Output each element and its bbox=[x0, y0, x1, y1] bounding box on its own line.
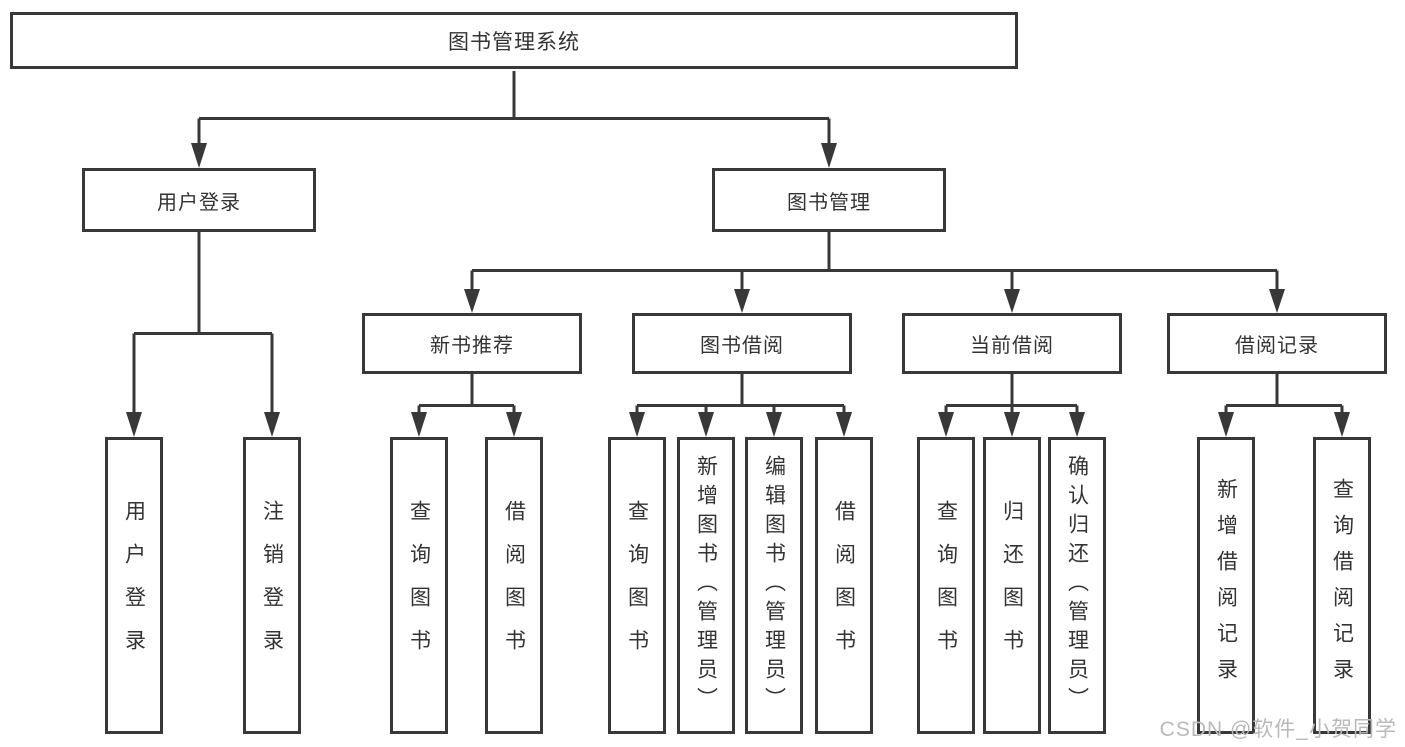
leaf-borrow-book: 借阅图书 bbox=[485, 437, 543, 734]
leaf-query-book: 查询图书 bbox=[390, 437, 448, 734]
leaf-label: 归还图书 bbox=[1000, 499, 1024, 672]
leaf-add-borrow-record: 新增借阅记录 bbox=[1197, 437, 1255, 734]
node-user-login: 用户登录 bbox=[82, 168, 316, 232]
leaf-label: 借阅图书 bbox=[502, 499, 526, 672]
csdn-watermark: CSDN @软件_小贺同学 bbox=[1159, 718, 1397, 741]
node-current-borrowing: 当前借阅 bbox=[902, 313, 1122, 374]
leaf-edit-book-admin: 编辑图书（管理员） bbox=[745, 437, 803, 734]
leaf-query-book: 查询图书 bbox=[608, 437, 666, 734]
node-new-book-recommend: 新书推荐 bbox=[362, 313, 582, 374]
node-label: 图书借阅 bbox=[700, 335, 784, 357]
leaf-query-book: 查询图书 bbox=[917, 437, 975, 734]
node-label: 用户登录 bbox=[157, 191, 241, 214]
leaf-add-book-admin: 新增图书（管理员） bbox=[677, 437, 735, 734]
leaf-label: 借阅图书 bbox=[832, 499, 856, 672]
arrowheads bbox=[126, 143, 1350, 437]
leaf-query-borrow-record: 查询借阅记录 bbox=[1313, 437, 1371, 734]
node-borrowing-records: 借阅记录 bbox=[1167, 313, 1387, 374]
leaf-label: 确认归还（管理员） bbox=[1065, 455, 1089, 716]
leaf-label: 新增图书（管理员） bbox=[694, 455, 718, 716]
leaf-label: 查询借阅记录 bbox=[1330, 477, 1354, 694]
leaf-label: 新增借阅记录 bbox=[1214, 477, 1238, 694]
leaf-label: 查询图书 bbox=[407, 499, 431, 672]
node-label: 图书管理 bbox=[787, 191, 871, 214]
leaf-confirm-return-admin: 确认归还（管理员） bbox=[1048, 437, 1106, 734]
node-label: 当前借阅 bbox=[970, 335, 1054, 357]
node-book-borrowing: 图书借阅 bbox=[632, 313, 852, 374]
leaf-logout: 注销登录 bbox=[243, 437, 301, 734]
leaf-label: 查询图书 bbox=[625, 499, 649, 672]
node-label: 图书管理系统 bbox=[448, 30, 580, 54]
node-label: 新书推荐 bbox=[430, 335, 514, 357]
leaf-label: 用户登录 bbox=[122, 499, 146, 672]
node-label: 借阅记录 bbox=[1235, 335, 1319, 357]
node-book-management: 图书管理 bbox=[712, 168, 946, 232]
leaf-label: 编辑图书（管理员） bbox=[762, 455, 786, 716]
leaf-return-book: 归还图书 bbox=[983, 437, 1041, 734]
leaf-label: 查询图书 bbox=[934, 499, 958, 672]
node-library-system: 图书管理系统 bbox=[10, 12, 1018, 69]
leaf-user-login: 用户登录 bbox=[105, 437, 163, 734]
leaf-label: 注销登录 bbox=[260, 499, 284, 672]
leaf-borrow-book: 借阅图书 bbox=[815, 437, 873, 734]
